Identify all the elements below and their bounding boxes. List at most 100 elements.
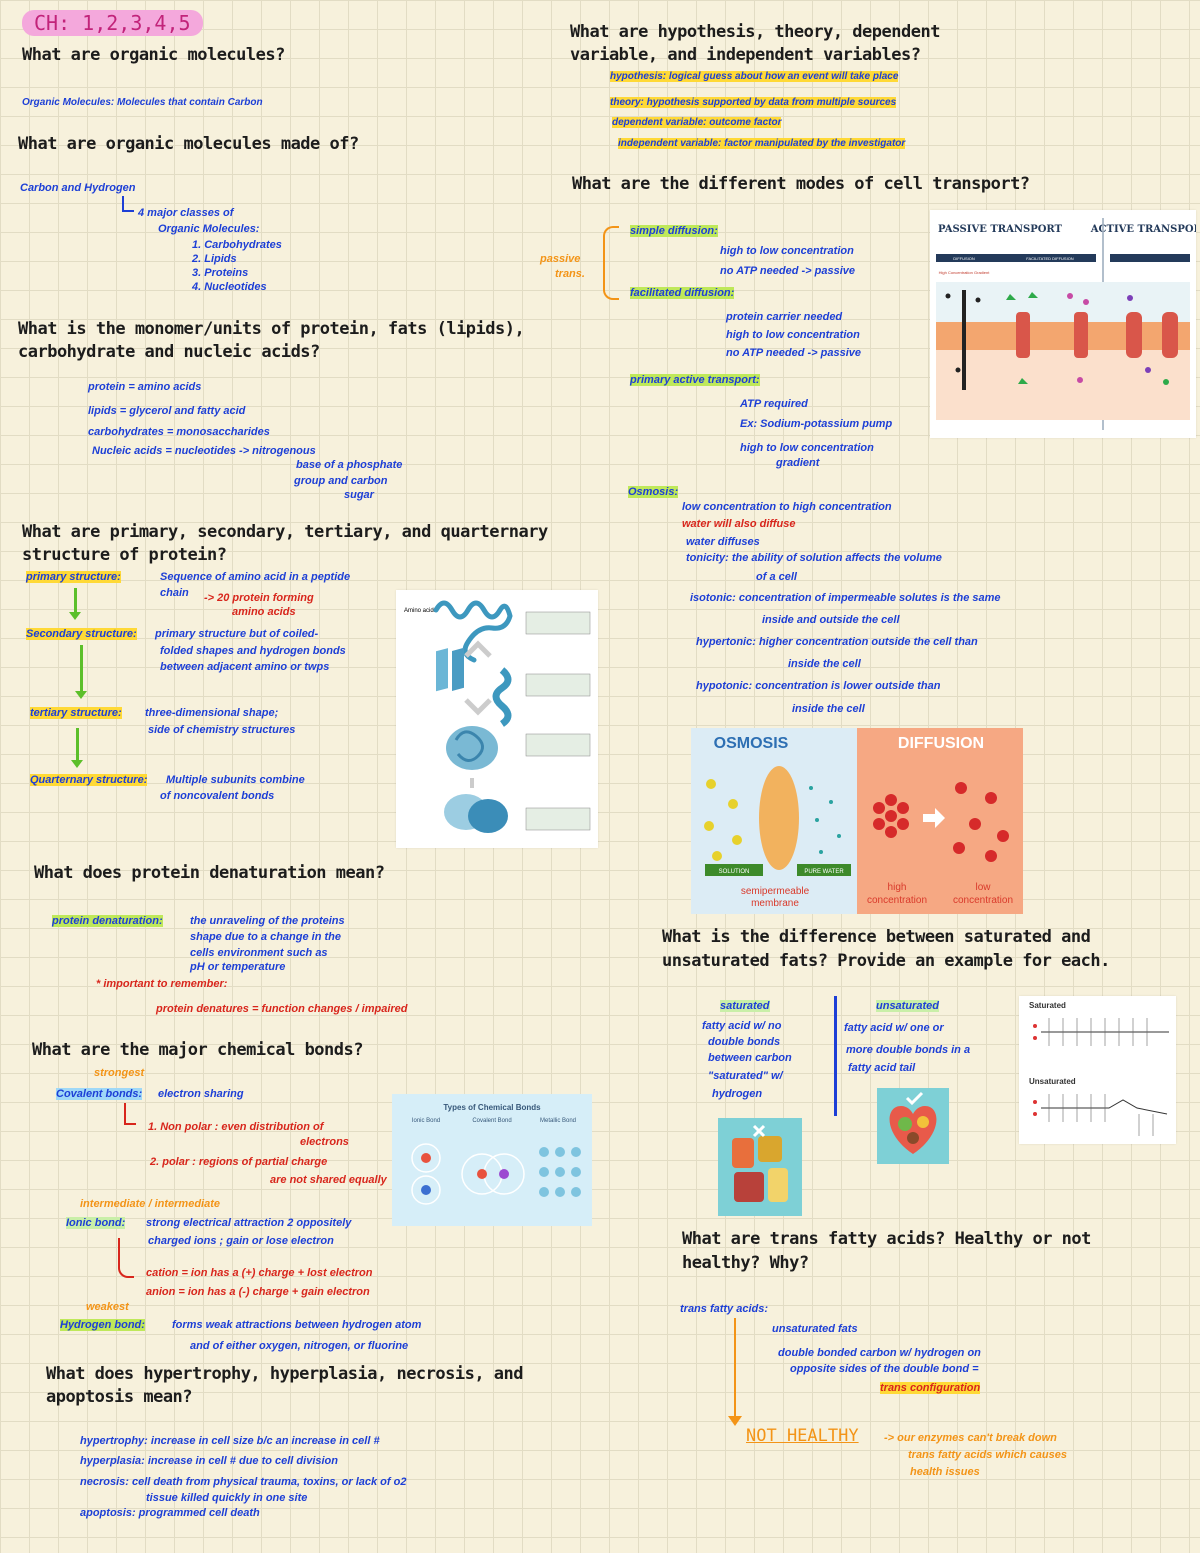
class-item: 1. Carbohydrates (192, 239, 282, 251)
saturated-1: fatty acid w/ no (702, 1020, 782, 1032)
ionic-anion: anion = ion has a (-) charge + gain elec… (146, 1286, 370, 1298)
hypertrophy: hypertrophy: increase in cell size b/c a… (80, 1435, 380, 1447)
monomer-nucleic-3: group and carbon (294, 475, 388, 487)
osmosis-hypertonic: hypertonic: higher concentration outside… (696, 636, 978, 648)
arrow-icon (118, 1238, 134, 1278)
hydrogen-label: Hydrogen bond: (60, 1319, 145, 1331)
unsaturated-food-image (877, 1088, 949, 1164)
not-healthy-label: NOT HEALTHY (746, 1426, 859, 1446)
semipermeable-label: semipermeable (741, 886, 810, 897)
primary-active-label: primary active transport: (630, 374, 760, 386)
ionic-bond-caption: Ionic Bond (412, 1118, 440, 1124)
arrow-down-icon (69, 588, 81, 620)
trans-configuration: trans configuration (880, 1382, 981, 1394)
question-cell-changes-2: apoptosis mean? (46, 1387, 193, 1407)
primary-active-3: high to low concentration (740, 442, 874, 454)
answer-carbon-hydrogen: Carbon and Hydrogen (20, 182, 136, 194)
simple-diffusion-1: high to low concentration (720, 245, 854, 257)
question-protein-structure-2: structure of protein? (22, 545, 227, 565)
osmosis-hypertonic-2: inside the cell (788, 658, 861, 670)
osmosis-isotonic-2: inside and outside the cell (762, 614, 900, 626)
bonds-title: Types of Chemical Bonds (443, 1103, 541, 1112)
active-header: ACTIVE TRANSPORT (1090, 224, 1196, 235)
saturated-header: saturated (720, 1000, 770, 1012)
high-gradient-tag: High Concentration Gradient (939, 270, 991, 275)
ionic-label: Ionic bond: (66, 1217, 126, 1229)
denaturation-label: protein denaturation: (52, 915, 163, 927)
osmosis-diffusion-figure: OSMOSIS DIFFUSION SOLUTION PURE WATER se… (691, 728, 1023, 914)
osmosis-2: water will also diffuse (682, 518, 796, 530)
hypothesis-def: hypothesis: logical guess about how an e… (610, 71, 899, 82)
osmosis-label: Osmosis: (628, 486, 679, 498)
arrow-icon (122, 196, 134, 212)
diffusion-tag: DIFFUSION (953, 256, 975, 261)
fatty-acid-structures-figure: Saturated Unsaturated (1019, 996, 1176, 1144)
question-denaturation: What does protein denaturation mean? (34, 863, 385, 883)
osmosis-isotonic: isotonic: concentration of impermeable s… (690, 592, 1001, 604)
question-fats-2: unsaturated fats? Provide an example for… (662, 951, 1110, 971)
passive-label-2: trans. (555, 268, 585, 280)
saturated-food-image (718, 1118, 802, 1216)
not-healthy-reason-3: health issues (910, 1466, 980, 1478)
secondary-structure-text-2: folded shapes and hydrogen bonds (160, 645, 346, 657)
quarternary-structure-text-2: of noncovalent bonds (160, 790, 275, 802)
arrow-down-icon (728, 1416, 742, 1426)
question-hypothesis-2: variable, and independent variables? (570, 45, 921, 65)
primary-structure-note-2: amino acids (232, 606, 296, 618)
ionic-text: strong electrical attraction 2 oppositel… (146, 1217, 352, 1229)
bond-intermediate: intermediate / intermediate (80, 1198, 220, 1210)
osmosis-hypotonic: hypotonic: concentration is lower outsid… (696, 680, 941, 692)
class-item: 2. Lipids (192, 253, 237, 265)
saturated-4: "saturated" w/ (708, 1070, 783, 1082)
ionic-cation: cation = ion has a (+) charge + lost ele… (146, 1267, 373, 1279)
denaturation-text-2: shape due to a change in the (190, 931, 341, 943)
trans-1: unsaturated fats (772, 1323, 858, 1335)
bond-weakest: weakest (86, 1301, 129, 1313)
transport-figure: PASSIVE TRANSPORT ACTIVE TRANSPORT DIFFU… (930, 210, 1200, 438)
covalent-nonpolar-2: electrons (300, 1136, 349, 1148)
solution-label: SOLUTION (719, 869, 750, 875)
arrow-icon (734, 1318, 736, 1422)
monomer-protein: protein = amino acids (88, 381, 202, 393)
facilitated-diffusion-label: facilitated diffusion: (630, 287, 735, 299)
trans-2: double bonded carbon w/ hydrogen on (778, 1347, 981, 1359)
tertiary-structure-text-2: side of chemistry structures (148, 724, 296, 736)
passive-header: PASSIVE TRANSPORT (938, 224, 1063, 235)
question-monomers-2: carbohydrate and nucleic acids? (18, 342, 320, 362)
high-concentration-label: concentration (867, 895, 927, 906)
chapter-title: CH: 1,2,3,4,5 (22, 10, 203, 36)
low-concentration-label: concentration (953, 895, 1013, 906)
class-item: 4. Nucleotides (192, 281, 267, 293)
bond-strongest: strongest (94, 1067, 145, 1079)
dependent-variable-def: dependent variable: outcome factor (612, 117, 782, 128)
necrosis: necrosis: cell death from physical traum… (80, 1476, 407, 1488)
saturated-3: between carbon (708, 1052, 792, 1064)
unsaturated-header: unsaturated (876, 1000, 939, 1012)
osmosis-tonicity-2: of a cell (756, 571, 797, 583)
question-cell-transport: What are the different modes of cell tra… (572, 174, 1030, 194)
question-trans-fats-2: healthy? Why? (682, 1253, 809, 1273)
osmosis-title: OSMOSIS (714, 735, 789, 752)
question-cell-changes: What does hypertrophy, hyperplasia, necr… (46, 1364, 524, 1384)
quarternary-structure-text: Multiple subunits combine (166, 774, 305, 786)
quarternary-structure-label: Quarternary structure: (30, 774, 148, 786)
primary-structure-text: Sequence of amino acid in a peptide (160, 571, 351, 583)
question-chemical-bonds: What are the major chemical bonds? (32, 1040, 364, 1060)
tertiary-structure-text: three-dimensional shape; (145, 707, 279, 719)
answer-major-classes: 4 major classes of (138, 207, 234, 219)
osmosis-tonicity: tonicity: the ability of solution affect… (686, 552, 942, 564)
monomer-nucleic-2: base of a phosphate (296, 459, 403, 471)
facilitated-3: no ATP needed -> passive (726, 347, 861, 359)
primary-structure-note: -> 20 protein forming (204, 592, 314, 604)
osmosis-1: low concentration to high concentration (682, 501, 892, 513)
monomer-carbohydrates: carbohydrates = monosaccharides (88, 426, 270, 438)
trans-label: trans fatty acids: (680, 1303, 769, 1315)
question-organic-made-of: What are organic molecules made of? (18, 134, 359, 154)
denaturation-note: * important to remember: (96, 978, 228, 990)
passive-label: passive (540, 253, 581, 265)
secondary-structure-text-3: between adjacent amino or twps (160, 661, 330, 673)
covalent-polar-2: are not shared equally (270, 1174, 387, 1186)
arrow-icon (124, 1103, 136, 1125)
monomer-nucleic-4: sugar (344, 489, 374, 501)
primary-active-2: Ex: Sodium-potassium pump (740, 418, 893, 430)
